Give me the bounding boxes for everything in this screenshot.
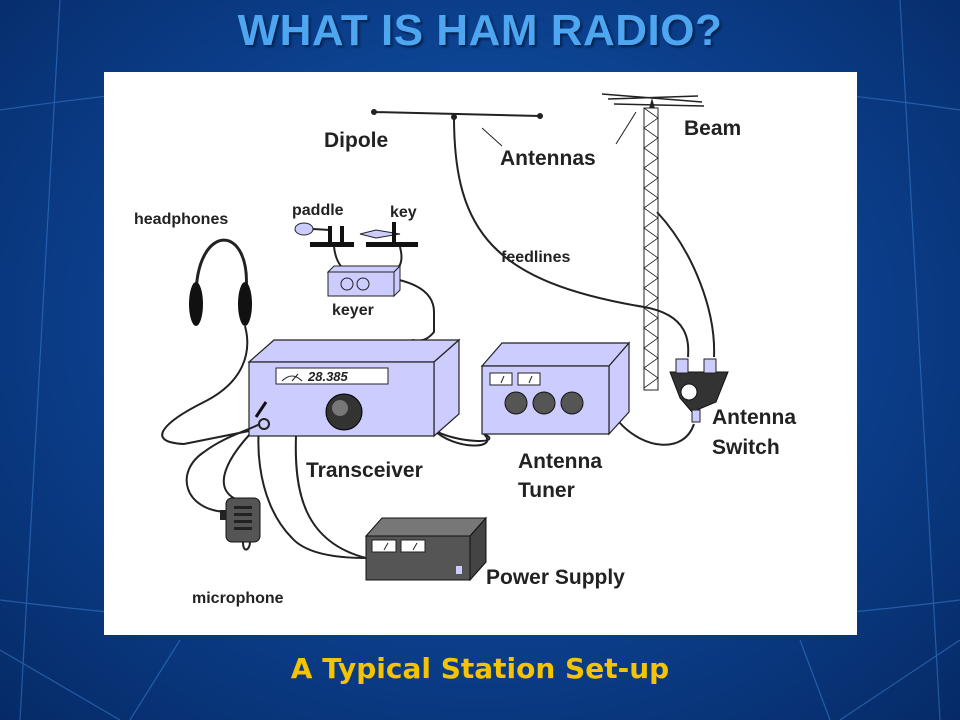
label-keyer: keyer: [332, 302, 374, 319]
label-microphone: microphone: [192, 590, 284, 607]
station-diagram: Dipole Antennas Beam headphones paddle k…: [134, 93, 796, 607]
feedlines: [222, 116, 716, 559]
label-beam: Beam: [684, 117, 741, 140]
label-dipole: Dipole: [324, 129, 388, 152]
frequency-display: 28.385: [307, 369, 349, 384]
dipole-antenna: [371, 109, 543, 120]
diagram-panel: Dipole Antennas Beam headphones paddle k…: [104, 72, 857, 635]
power-supply: [294, 435, 488, 582]
label-headphones: headphones: [134, 211, 228, 228]
label-power-supply: Power Supply: [486, 566, 625, 589]
antenna-switch: [669, 358, 729, 423]
headphones: [161, 238, 255, 446]
label-paddle: paddle: [292, 202, 344, 219]
slide-title: WHAT IS HAM RADIO?: [237, 6, 723, 55]
label-antenna-switch-line2: Switch: [712, 436, 780, 459]
label-feedlines: feedlines: [501, 249, 570, 266]
antenna-tuner: [480, 341, 631, 436]
antennas-pointers: [481, 111, 637, 147]
transceiver: [247, 338, 461, 438]
label-antenna-tuner-line2: Tuner: [518, 479, 575, 502]
microphone: [185, 423, 261, 551]
tower: [643, 107, 659, 391]
label-antenna-tuner-line1: Antenna: [518, 450, 602, 473]
keyer-box: [326, 264, 402, 298]
label-key: key: [390, 204, 417, 221]
label-antennas: Antennas: [500, 147, 596, 170]
label-antenna-switch-line1: Antenna: [712, 406, 796, 429]
label-transceiver: Transceiver: [306, 459, 423, 482]
slide-caption: A Typical Station Set-up: [290, 652, 670, 685]
